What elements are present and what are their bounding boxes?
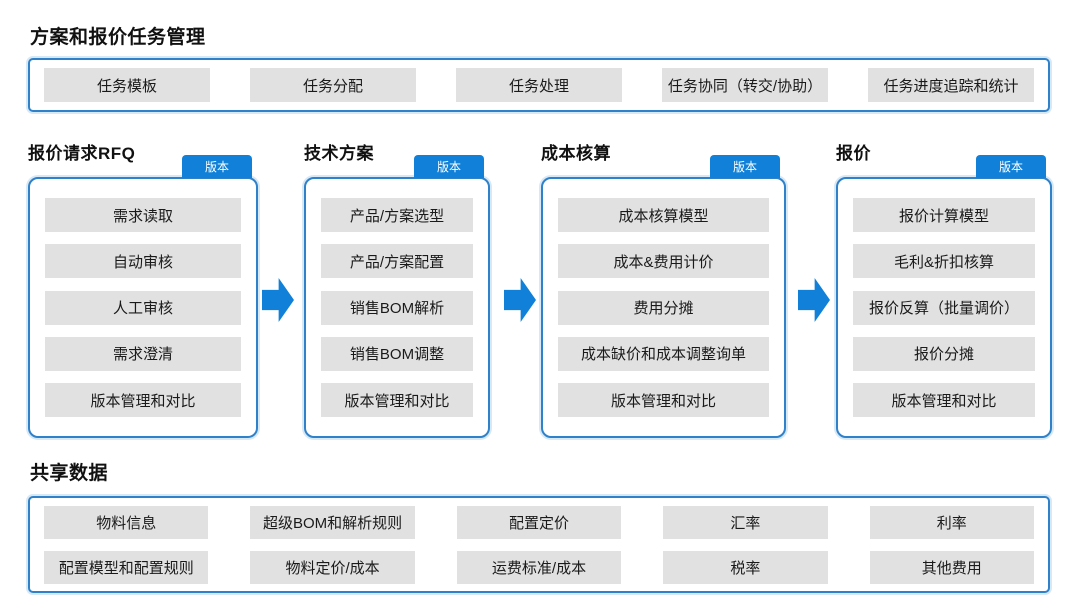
shared-data-item: 利率 — [869, 505, 1034, 539]
list-item: 销售BOM解析 — [321, 290, 473, 325]
column-title-tech-solution: 技术方案 — [304, 144, 374, 163]
column-title-quotation: 报价 — [836, 144, 871, 163]
list-item: 版本管理和对比 — [321, 383, 473, 417]
shared-data-item: 配置模型和配置规则 — [44, 550, 209, 584]
shared-data-item: 汇率 — [663, 505, 828, 539]
shared-data-item: 配置定价 — [456, 505, 622, 539]
list-item: 版本管理和对比 — [45, 383, 241, 417]
column-title-rfq: 报价请求RFQ — [28, 144, 136, 163]
list-item: 产品/方案选型 — [321, 198, 473, 232]
column-box-rfq: 需求读取 自动审核 人工审核 需求澄清 版本管理和对比 — [28, 177, 258, 438]
list-item: 成本&费用计价 — [558, 244, 769, 279]
shared-data-item: 其他费用 — [869, 550, 1034, 584]
task-bar-item-collaborate: 任务协同（转交/协助） — [662, 68, 828, 102]
shared-data-panel: 物料信息 超级BOM和解析规则 配置定价 汇率 利率 配置模型和配置规则 物料定… — [28, 496, 1050, 593]
task-bar-item-assign: 任务分配 — [250, 68, 416, 102]
list-item: 成本核算模型 — [558, 198, 769, 232]
list-item: 产品/方案配置 — [321, 244, 473, 279]
list-item: 人工审核 — [45, 290, 241, 325]
version-badge: 版本 — [414, 155, 484, 178]
version-badge: 版本 — [976, 155, 1046, 178]
version-badge: 版本 — [710, 155, 780, 178]
list-item: 报价计算模型 — [853, 198, 1035, 232]
flow-arrow-icon — [262, 278, 294, 322]
flow-arrow-icon — [504, 278, 536, 322]
shared-data-item: 超级BOM和解析规则 — [250, 505, 415, 539]
list-item: 销售BOM调整 — [321, 336, 473, 371]
list-item: 版本管理和对比 — [558, 383, 769, 417]
task-bar-item-template: 任务模板 — [44, 68, 210, 102]
column-title-cost-accounting: 成本核算 — [541, 144, 611, 163]
shared-data-title: 共享数据 — [30, 463, 109, 484]
list-item: 需求澄清 — [45, 336, 241, 371]
column-tech-solution: 技术方案 版本 产品/方案选型 产品/方案配置 销售BOM解析 销售BOM调整 … — [304, 141, 490, 438]
page-title: 方案和报价任务管理 — [30, 27, 206, 48]
list-item: 成本缺价和成本调整询单 — [558, 336, 769, 371]
list-item: 自动审核 — [45, 244, 241, 279]
column-quotation: 报价 版本 报价计算模型 毛利&折扣核算 报价反算（批量调价） 报价分摊 版本管… — [836, 141, 1052, 438]
task-bar-item-process: 任务处理 — [456, 68, 622, 102]
shared-data-item: 物料定价/成本 — [250, 550, 415, 584]
flow-arrow-icon — [798, 278, 830, 322]
shared-data-item: 运费标准/成本 — [456, 550, 622, 584]
list-item: 毛利&折扣核算 — [853, 244, 1035, 279]
list-item: 报价分摊 — [853, 336, 1035, 371]
shared-data-item: 税率 — [663, 550, 828, 584]
list-item: 报价反算（批量调价） — [853, 290, 1035, 325]
column-box-tech-solution: 产品/方案选型 产品/方案配置 销售BOM解析 销售BOM调整 版本管理和对比 — [304, 177, 490, 438]
column-rfq: 报价请求RFQ 版本 需求读取 自动审核 人工审核 需求澄清 版本管理和对比 — [28, 141, 258, 438]
list-item: 费用分摊 — [558, 290, 769, 325]
task-management-panel: 任务模板 任务分配 任务处理 任务协同（转交/协助） 任务进度追踪和统计 — [28, 58, 1050, 112]
column-box-quotation: 报价计算模型 毛利&折扣核算 报价反算（批量调价） 报价分摊 版本管理和对比 — [836, 177, 1052, 438]
version-badge: 版本 — [182, 155, 252, 178]
task-bar-item-tracking: 任务进度追踪和统计 — [868, 68, 1034, 102]
list-item: 版本管理和对比 — [853, 383, 1035, 417]
column-box-cost-accounting: 成本核算模型 成本&费用计价 费用分摊 成本缺价和成本调整询单 版本管理和对比 — [541, 177, 786, 438]
shared-data-item: 物料信息 — [44, 505, 209, 539]
column-cost-accounting: 成本核算 版本 成本核算模型 成本&费用计价 费用分摊 成本缺价和成本调整询单 … — [541, 141, 786, 438]
list-item: 需求读取 — [45, 198, 241, 232]
